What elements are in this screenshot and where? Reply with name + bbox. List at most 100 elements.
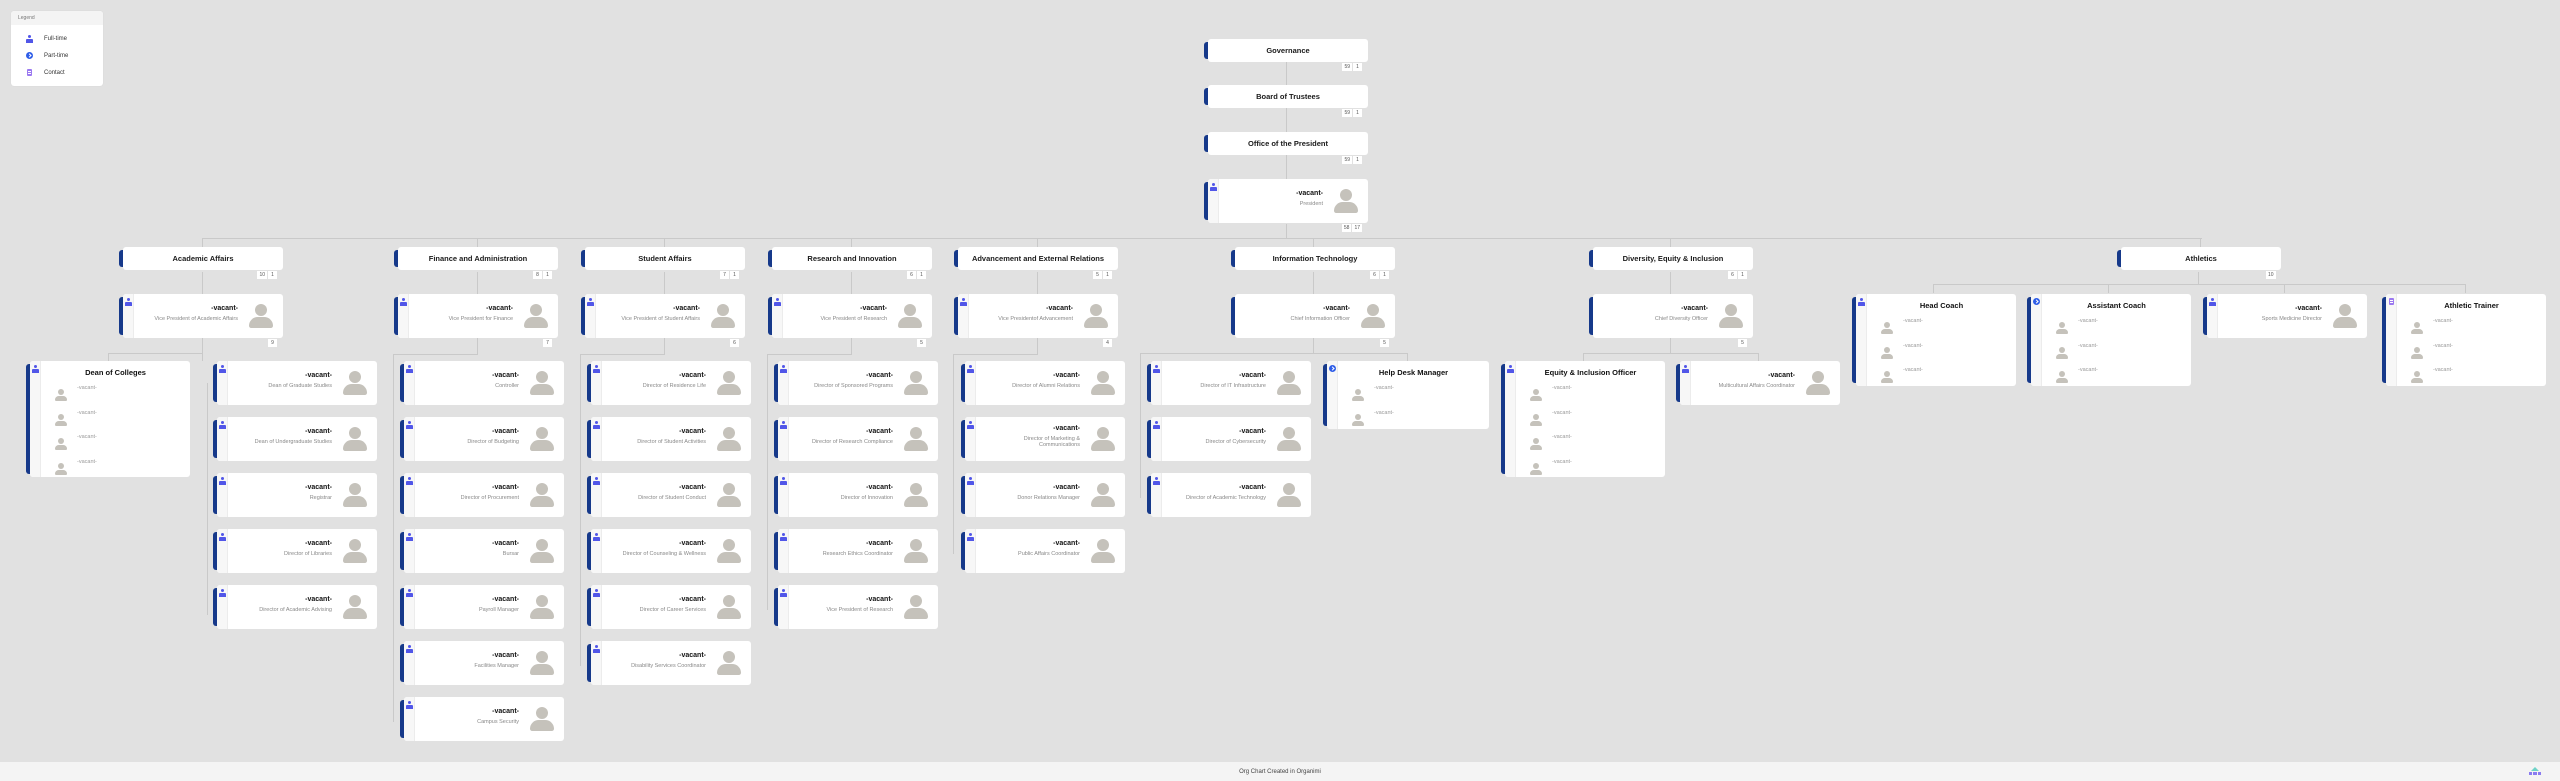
group-member[interactable]: -vacant-: [2397, 365, 2497, 387]
avatar: [530, 483, 554, 507]
position-card[interactable]: -vacant-Director of Libraries: [213, 529, 377, 573]
organimi-logo-icon[interactable]: [2528, 767, 2542, 776]
position-card[interactable]: -vacant-Vice President of Research: [774, 585, 938, 629]
group-card-equity-inclusion-officer[interactable]: Equity & Inclusion Officer -vacant- -vac…: [1501, 361, 1665, 479]
group-member[interactable]: -vacant-: [1516, 383, 1616, 405]
avatar: [1719, 304, 1743, 328]
group-card-assistant-coach[interactable]: Assistant Coach -vacant- -vacant- -vacan…: [2027, 294, 2191, 387]
group-member[interactable]: -vacant-: [1516, 408, 1616, 430]
position-card-chief-information-officer[interactable]: -vacant-Chief Information Officer 5: [1231, 294, 1395, 347]
group-member[interactable]: -vacant-: [41, 457, 141, 479]
position-card[interactable]: -vacant-Director of Residence Life: [587, 361, 751, 405]
position-card[interactable]: -vacant-Director of Career Services: [587, 585, 751, 629]
position-card-sports-medicine-director[interactable]: -vacant-Sports Medicine Director: [2203, 294, 2367, 338]
position-card-vp-student-affairs[interactable]: -vacant-Vice President of Student Affair…: [581, 294, 745, 347]
group-member[interactable]: -vacant-: [2042, 341, 2142, 363]
group-member[interactable]: -vacant-: [1867, 341, 1967, 363]
full-time-icon: [592, 477, 600, 485]
position-card[interactable]: -vacant-Donor Relations Manager: [961, 473, 1125, 517]
position-card[interactable]: -vacant-Director of Procurement: [400, 473, 564, 517]
position-card[interactable]: -vacant-Payroll Manager: [400, 585, 564, 629]
position-card-vp-academic-affairs[interactable]: -vacant-Vice President of Academic Affai…: [119, 294, 283, 347]
group-member[interactable]: -vacant-: [1516, 432, 1616, 454]
group-card-head-coach[interactable]: Head Coach -vacant- -vacant- -vacant-: [1852, 294, 2016, 387]
group-member[interactable]: -vacant-: [2042, 316, 2142, 338]
position-card[interactable]: -vacant-Registrar: [213, 473, 377, 517]
position-card[interactable]: -vacant-Director of Counseling & Wellnes…: [587, 529, 751, 573]
legend-item-full-time: Full-time: [11, 30, 103, 47]
avatar: [1881, 371, 1893, 383]
position-card[interactable]: -vacant-Director of Alumni Relations: [961, 361, 1125, 405]
position-card[interactable]: -vacant-Public Affairs Coordinator: [961, 529, 1125, 573]
position-card[interactable]: -vacant-Campus Security: [400, 697, 564, 741]
group-member[interactable]: -vacant-: [1867, 365, 1967, 387]
full-time-icon: [779, 589, 787, 597]
full-time-icon: [592, 533, 600, 541]
group-member[interactable]: -vacant-: [1867, 316, 1967, 338]
count-badge: 1: [1353, 63, 1362, 71]
position-card-vp-research[interactable]: -vacant-Vice President of Research 5: [768, 294, 932, 347]
position-card[interactable]: -vacant-Facilities Manager: [400, 641, 564, 685]
group-card-help-desk-manager[interactable]: Help Desk Manager -vacant- -vacant-: [1323, 361, 1489, 430]
avatar: [1352, 414, 1364, 426]
position-card[interactable]: -vacant-Bursar: [400, 529, 564, 573]
count-badge: 10: [2266, 271, 2276, 279]
group-member[interactable]: -vacant-: [1338, 408, 1438, 430]
position-card[interactable]: -vacant-Director of Marketing & Communic…: [961, 417, 1125, 461]
avatar: [904, 539, 928, 563]
count-badge: 17: [1352, 224, 1362, 232]
position-card[interactable]: -vacant-Disability Services Coordinator: [587, 641, 751, 685]
position-card[interactable]: -vacant-Dean of Undergraduate Studies: [213, 417, 377, 461]
position-card[interactable]: -vacant-Dean of Graduate Studies: [213, 361, 377, 405]
position-card[interactable]: -vacant-Director of Student Activities: [587, 417, 751, 461]
count-badge: 1: [1738, 271, 1747, 279]
position-card[interactable]: -vacant-Multicultural Affairs Coordinato…: [1676, 361, 1840, 405]
avatar: [343, 539, 367, 563]
unit-card-athletics[interactable]: Athletics 10: [2117, 247, 2281, 279]
position-card[interactable]: -vacant-Controller: [400, 361, 564, 405]
group-member[interactable]: -vacant-: [1516, 457, 1616, 479]
avatar: [717, 539, 741, 563]
position-card[interactable]: -vacant-Director of Academic Technology: [1147, 473, 1311, 517]
group-member[interactable]: -vacant-: [41, 383, 141, 405]
position-card[interactable]: -vacant-Director of IT Infrastructure: [1147, 361, 1311, 405]
position-card-vp-finance[interactable]: -vacant-Vice President for Finance 7: [394, 294, 558, 347]
count-badge: 4: [1103, 339, 1112, 347]
position-card-vp-advancement[interactable]: -vacant-Vice Presidentof Advancement 4: [954, 294, 1118, 347]
group-member[interactable]: -vacant-: [41, 408, 141, 430]
position-card[interactable]: -vacant-Director of Sponsored Programs: [774, 361, 938, 405]
avatar: [1530, 463, 1542, 475]
full-time-icon: [1152, 421, 1160, 429]
org-chart-canvas[interactable]: Legend Full-time Part-time Contact: [0, 0, 2560, 762]
group-card-athletic-trainer[interactable]: Athletic Trainer -vacant- -vacant- -vaca…: [2382, 294, 2546, 387]
position-card[interactable]: -vacant-Director of Cybersecurity: [1147, 417, 1311, 461]
footer-credit[interactable]: Org Chart Created in Organimi: [1239, 768, 1321, 775]
full-time-icon: [405, 477, 413, 485]
group-member[interactable]: -vacant-: [2042, 365, 2142, 387]
position-card[interactable]: -vacant-Director of Budgeting: [400, 417, 564, 461]
position-card[interactable]: -vacant-Director of Student Conduct: [587, 473, 751, 517]
group-member[interactable]: -vacant-: [41, 432, 141, 454]
position-card[interactable]: -vacant-Director of Innovation: [774, 473, 938, 517]
avatar: [1881, 347, 1893, 359]
full-time-icon: [405, 645, 413, 653]
position-card[interactable]: -vacant-Director of Research Compliance: [774, 417, 938, 461]
position-card[interactable]: -vacant-Director of Academic Advising: [213, 585, 377, 629]
group-card-dean-of-colleges[interactable]: Dean of Colleges -vacant- -vacant- -vaca…: [26, 361, 190, 479]
group-member[interactable]: -vacant-: [1338, 383, 1438, 405]
position-card[interactable]: -vacant-Research Ethics Coordinator: [774, 529, 938, 573]
group-member[interactable]: -vacant-: [2397, 341, 2497, 363]
group-member[interactable]: -vacant-: [2397, 316, 2497, 338]
position-card-chief-diversity-officer[interactable]: -vacant-Chief Diversity Officer 5: [1589, 294, 1753, 347]
